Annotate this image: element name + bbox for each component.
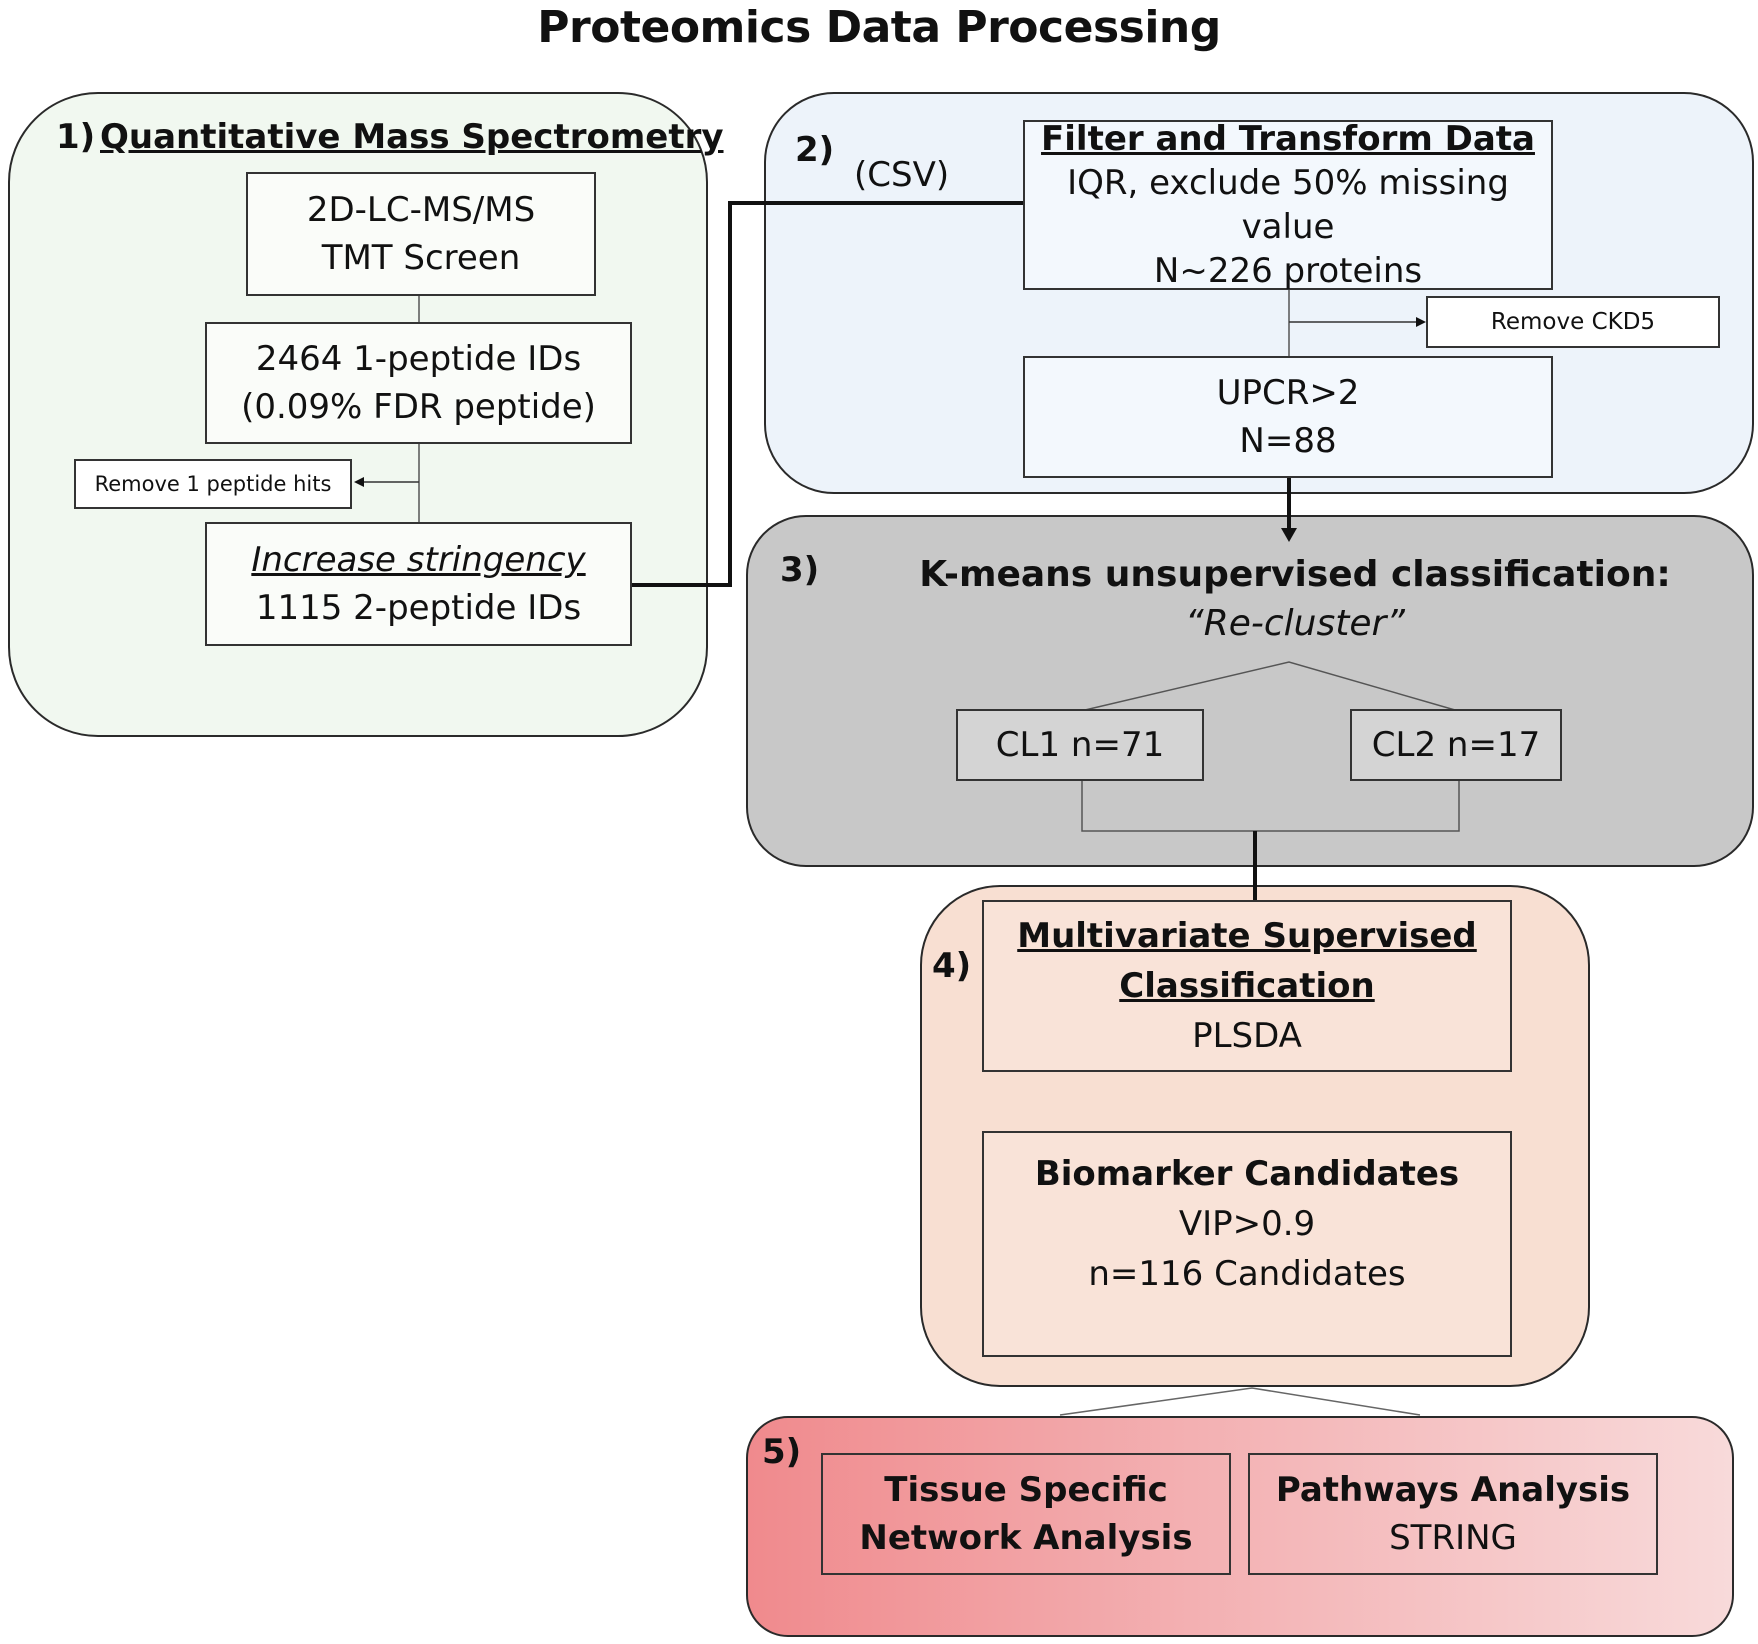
panel-step5 [746, 1416, 1734, 1637]
step1-heading: Quantitative Mass Spectrometry [100, 117, 724, 157]
note-remove-peptide-hits: Remove 1 peptide hits [74, 459, 352, 509]
box-multivariate-line2: Classification [1119, 966, 1375, 1006]
box-lc-ms: 2D-LC-MS/MS TMT Screen [246, 172, 596, 296]
box-filter-transform: Filter and Transform Data IQR, exclude 5… [1023, 119, 1553, 291]
box-2-peptide-line2: 1115 2-peptide IDs [255, 588, 582, 628]
box-pathways: Pathways Analysis STRING [1248, 1453, 1658, 1575]
box-pathways-line2: STRING [1389, 1518, 1517, 1558]
box-biomarker-line1: Biomarker Candidates [1034, 1154, 1460, 1194]
box-biomarker-line3: n=116 Candidates [1088, 1254, 1406, 1294]
arrow-head-remove-peptide [354, 477, 364, 487]
connector-cluster-join [1081, 781, 1460, 832]
step3-heading: K-means unsupervised classification: [919, 554, 1671, 595]
box-1-peptide: 2464 1-peptide IDs (0.09% FDR peptide) [205, 322, 632, 444]
step3-subheading: “Re-cluster” [1185, 603, 1405, 644]
box-upcr-line1: UPCR>2 [1216, 373, 1360, 413]
box-1-peptide-line1: 2464 1-peptide IDs [255, 339, 582, 379]
note-remove-ckd5: Remove CKD5 [1426, 296, 1720, 348]
box-multivariate-line1: Multivariate Supervised [1017, 916, 1477, 956]
box-cluster-1-label: CL1 n=71 [995, 725, 1165, 765]
step1-number: 1) [56, 117, 96, 157]
step4-number: 4) [932, 946, 972, 986]
box-filter-line3: N~226 proteins [1153, 251, 1423, 291]
panel-step3 [746, 515, 1754, 867]
box-lc-ms-line1: 2D-LC-MS/MS [306, 190, 536, 230]
box-multivariate: Multivariate Supervised Classification P… [982, 900, 1512, 1072]
diagram-title: Proteomics Data Processing [537, 2, 1221, 53]
connector-csv [631, 201, 1023, 587]
box-cluster-1: CL1 n=71 [956, 709, 1204, 781]
box-tissue-line2: Network Analysis [859, 1518, 1193, 1558]
arrow-head-2-3 [1281, 528, 1297, 542]
box-upcr: UPCR>2 N=88 [1023, 356, 1553, 478]
box-multivariate-line3: PLSDA [1192, 1016, 1302, 1056]
box-2-peptide: Increase stringency 1115 2-peptide IDs [205, 522, 632, 646]
step5-number: 5) [762, 1432, 802, 1472]
box-biomarker-line2: VIP>0.9 [1178, 1204, 1316, 1244]
box-filter-line2: IQR, exclude 50% missing value [1067, 163, 1509, 247]
connector-4-5 [1059, 1387, 1421, 1416]
step2-number: 2) [795, 130, 835, 170]
box-biomarker: Biomarker Candidates VIP>0.9 n=116 Candi… [982, 1131, 1512, 1357]
box-tissue-line1: Tissue Specific [884, 1470, 1168, 1510]
box-cluster-2: CL2 n=17 [1350, 709, 1562, 781]
box-2-peptide-line1: Increase stringency [251, 540, 586, 580]
box-lc-ms-line2: TMT Screen [321, 238, 521, 278]
box-pathways-line1: Pathways Analysis [1275, 1470, 1631, 1510]
box-filter-line1: Filter and Transform Data [1041, 119, 1535, 159]
csv-label: (CSV) [854, 155, 950, 195]
box-1-peptide-line2: (0.09% FDR peptide) [241, 387, 596, 427]
box-cluster-2-label: CL2 n=17 [1371, 725, 1541, 765]
step3-number: 3) [780, 550, 820, 590]
box-tissue-network: Tissue Specific Network Analysis [821, 1453, 1231, 1575]
connector-recluster-tree [1084, 661, 1456, 711]
arrow-head-remove-ckd5 [1416, 317, 1426, 327]
box-upcr-line2: N=88 [1239, 421, 1337, 461]
